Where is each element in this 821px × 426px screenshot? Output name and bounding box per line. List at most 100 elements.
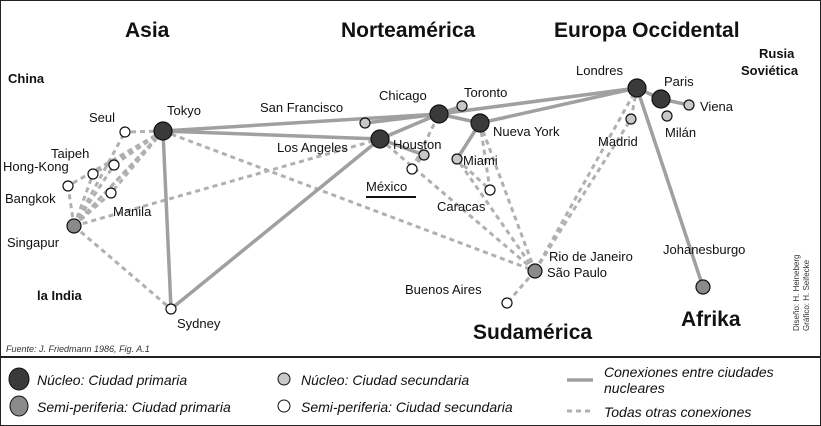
node-paris bbox=[651, 89, 671, 109]
legend-core-links-1: Conexiones entre ciudades bbox=[604, 364, 774, 380]
legend: Núcleo: Ciudad primaria Semi-periferia: … bbox=[8, 364, 774, 420]
label-madrid: Madrid bbox=[598, 134, 638, 149]
connection-london-johannesburg bbox=[635, 87, 705, 288]
label-bangkok: Bangkok bbox=[5, 191, 56, 206]
legend-core-primary-icon bbox=[8, 367, 30, 391]
node-houston bbox=[418, 149, 430, 161]
connection-singapore-tokyo bbox=[72, 129, 165, 228]
label-losangeles: Los Angeles bbox=[277, 140, 348, 155]
connection-mexico-chicago bbox=[410, 113, 441, 170]
node-miami bbox=[451, 153, 463, 165]
city-nodes bbox=[62, 78, 711, 315]
label-caracas: Caracas bbox=[437, 199, 486, 214]
label-singapore: Singapur bbox=[7, 235, 60, 250]
connection-saopaulo-buenosaires bbox=[505, 270, 537, 304]
label-miami: Miami bbox=[463, 153, 498, 168]
node-buenosaires bbox=[501, 297, 513, 309]
node-johannesburg bbox=[695, 279, 711, 295]
label-chicago: Chicago bbox=[379, 88, 427, 103]
region-india: la India bbox=[37, 288, 83, 303]
connection-miami-caracas bbox=[455, 157, 492, 192]
connection-tokyo-saopaulo bbox=[162, 129, 536, 273]
connection-newyork-caracas bbox=[478, 122, 492, 191]
label-taipei: Taipeh bbox=[51, 146, 89, 161]
label-seoul: Seul bbox=[89, 110, 115, 125]
label-sanfrancisco: San Francisco bbox=[260, 100, 343, 115]
node-seoul bbox=[119, 126, 131, 138]
connection-tokyo-seoul bbox=[124, 129, 164, 134]
credit-design: Diseño: H. Heineberg bbox=[792, 255, 801, 331]
connection-saopaulo-london bbox=[533, 87, 639, 272]
node-saopaulo bbox=[527, 263, 543, 279]
region-north-america: Norteamérica bbox=[341, 19, 476, 42]
connection-saopaulo-madrid bbox=[533, 118, 633, 272]
legend-semi-primary: Semi-periferia: Ciudad primaria bbox=[37, 399, 231, 415]
legend-core-primary: Núcleo: Ciudad primaria bbox=[37, 372, 187, 388]
node-taipei bbox=[108, 159, 120, 171]
region-asia: Asia bbox=[125, 19, 170, 42]
legend-core-secondary-icon bbox=[277, 372, 291, 386]
connection-singapore-bangkok bbox=[66, 185, 76, 227]
region-western-europe: Europa Occidental bbox=[554, 19, 740, 42]
node-chicago bbox=[429, 104, 449, 124]
connection-tokyo-chicago bbox=[162, 112, 440, 133]
connection-chicago-london bbox=[438, 86, 638, 116]
legend-semi-secondary: Semi-periferia: Ciudad secundaria bbox=[301, 399, 513, 415]
connection-singapore-hongkong bbox=[72, 173, 95, 227]
node-sanfrancisco bbox=[359, 117, 371, 129]
legend-other-links: Todas otras conexiones bbox=[604, 404, 751, 420]
region-south-america: Sudamérica bbox=[473, 321, 592, 344]
label-tokyo: Tokyo bbox=[167, 103, 201, 118]
label-houston: Houston bbox=[393, 137, 441, 152]
connection-losangeles-saopaulo bbox=[379, 137, 536, 273]
node-toronto bbox=[456, 100, 468, 112]
label-manila: Manila bbox=[113, 204, 152, 219]
connection-losangeles-sydney bbox=[169, 137, 382, 311]
connection-tokyo-sydney bbox=[161, 130, 173, 310]
credit-graphic: Gráfico: H. Seifecke bbox=[802, 259, 811, 331]
label-johannesburg: Johanesburgo bbox=[663, 242, 745, 257]
connection-singapore-losangeles bbox=[73, 137, 381, 228]
node-mexico bbox=[406, 163, 418, 175]
connection-sanfrancisco-chicago bbox=[364, 112, 440, 125]
node-singapore bbox=[66, 218, 82, 234]
connection-saopaulo-newyork bbox=[478, 122, 537, 272]
region-africa: Afrika bbox=[681, 308, 741, 331]
node-caracas bbox=[484, 184, 496, 196]
region-china: China bbox=[8, 71, 45, 86]
node-madrid bbox=[625, 113, 637, 125]
region-russia-2: Soviética bbox=[741, 63, 799, 78]
node-milan bbox=[661, 110, 673, 122]
legend-core-links-2: nucleares bbox=[604, 380, 665, 396]
legend-core-secondary: Núcleo: Ciudad secundaria bbox=[301, 372, 469, 388]
label-sydney: Sydney bbox=[177, 316, 221, 331]
node-manila bbox=[105, 187, 117, 199]
node-sydney bbox=[165, 303, 177, 315]
legend-semi-primary-icon bbox=[9, 395, 29, 417]
node-vienna bbox=[683, 99, 695, 111]
region-russia-1: Rusia bbox=[759, 46, 795, 61]
node-bangkok bbox=[62, 180, 74, 192]
label-hongkong: Hong-Kong bbox=[3, 159, 69, 174]
label-saopaulo: São Paulo bbox=[547, 265, 607, 280]
label-mexico: México bbox=[366, 179, 407, 194]
other-connections bbox=[66, 87, 669, 311]
node-hongkong bbox=[87, 168, 99, 180]
connection-tokyo-bangkok bbox=[67, 129, 164, 188]
label-newyork: Nueva York bbox=[493, 124, 560, 139]
connection-newyork-london bbox=[479, 86, 638, 125]
node-tokyo bbox=[153, 121, 173, 141]
connection-saopaulo-miami bbox=[455, 158, 537, 272]
connection-tokyo-losangeles bbox=[162, 129, 381, 141]
label-london: Londres bbox=[576, 63, 623, 78]
connection-singapore-sydney bbox=[73, 224, 172, 311]
node-losangeles bbox=[370, 129, 390, 149]
connection-losangeles-chicago bbox=[379, 112, 440, 141]
label-paris: Paris bbox=[664, 74, 694, 89]
legend-semi-secondary-icon bbox=[277, 399, 291, 413]
connection-singapore-taipei bbox=[72, 164, 116, 227]
label-milan: Milán bbox=[665, 125, 696, 140]
label-vienna: Viena bbox=[700, 99, 734, 114]
